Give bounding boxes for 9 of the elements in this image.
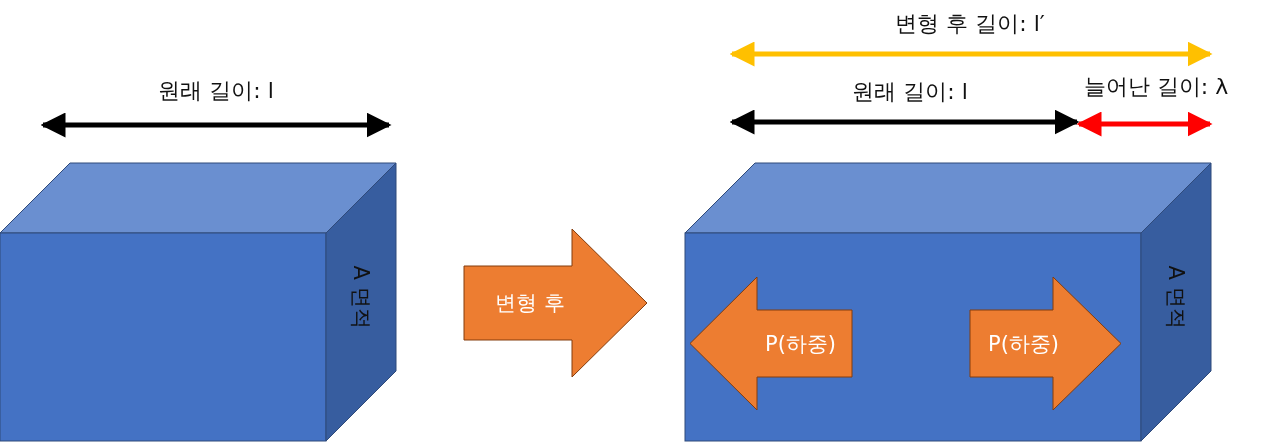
dimension-label: 원래 길이: l (158, 77, 274, 105)
face-label: A 면적 (1163, 265, 1189, 329)
dimension-label: 변형 후 길이: l′ (895, 10, 1045, 38)
dimension-label: 늘어난 길이: λ (1083, 73, 1229, 101)
arrow-label: P(하중) (987, 330, 1060, 358)
arrow-label: P(하중) (764, 330, 837, 358)
dimension-label: 원래 길이: l (852, 78, 968, 106)
face-label: A 면적 (348, 265, 374, 329)
arrow-label: 변형 후 (495, 290, 565, 317)
